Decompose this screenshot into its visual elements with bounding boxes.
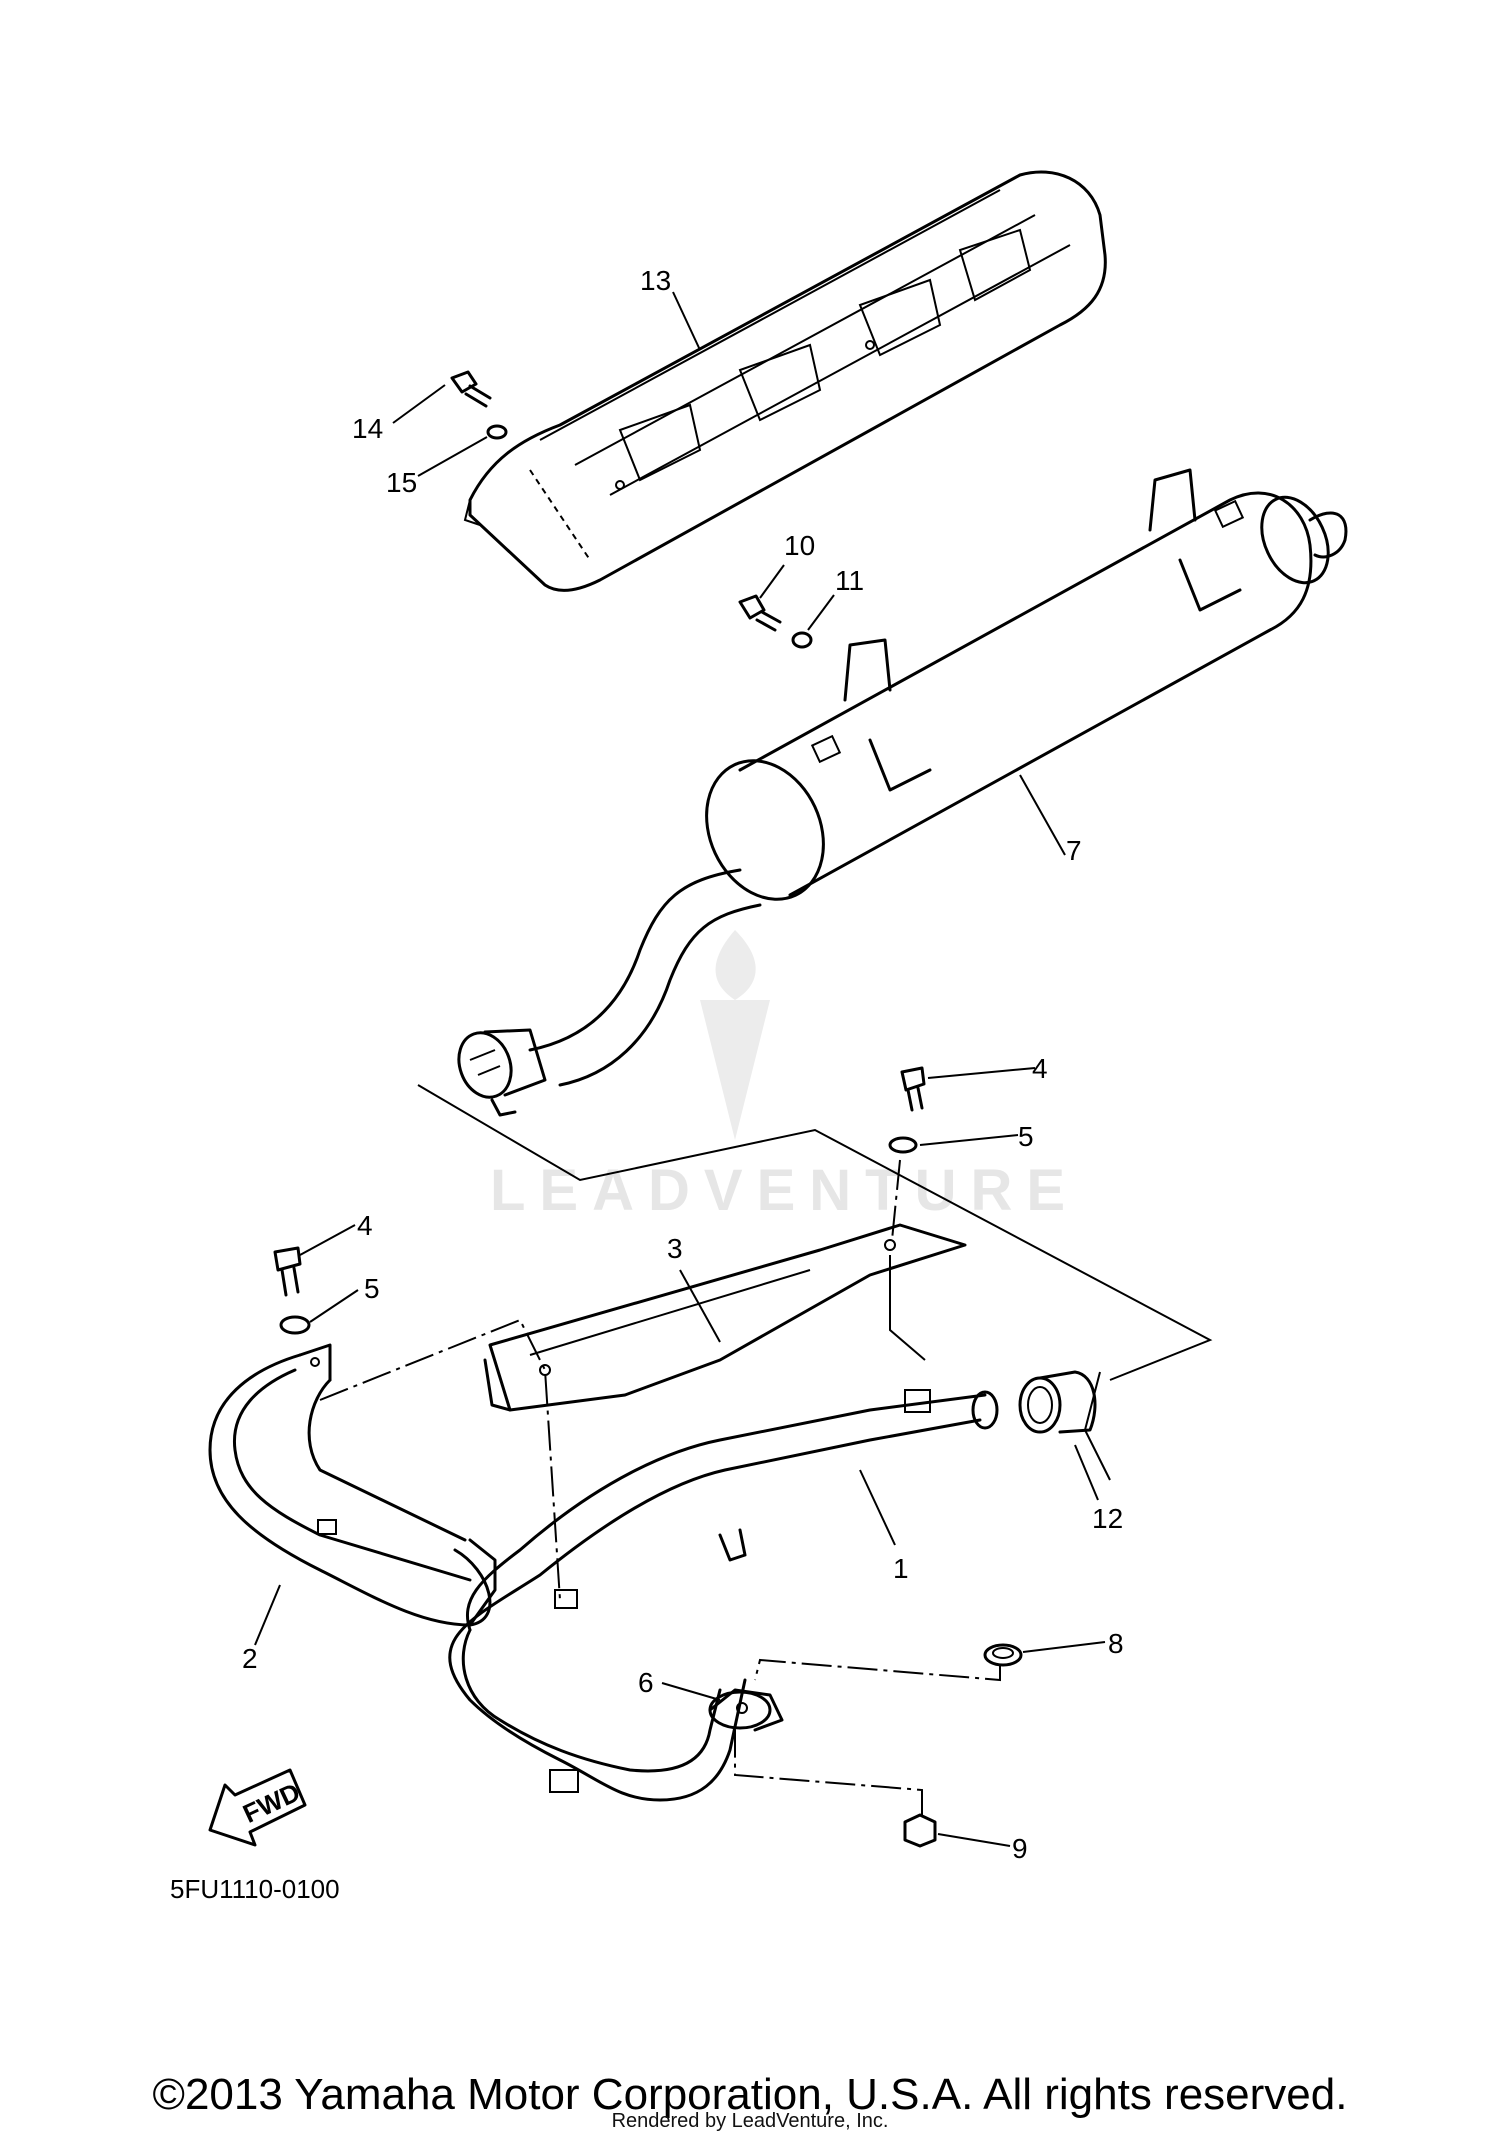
leader-lines [254,291,1111,1847]
washer-part-5-top [888,1136,918,1154]
callout-8: 8 [1108,1628,1124,1659]
assembly-line-bolt4-top [891,1159,901,1241]
bolt-part-4-left [273,1246,302,1297]
copyright-notice: ©2013 Yamaha Motor Corporation, U.S.A. A… [152,2070,1348,2119]
collar-part-12 [1018,1370,1097,1434]
callout-12: 12 [1092,1503,1123,1534]
assembly-line-gasket [754,1658,1001,1682]
heat-shield-part-13 [463,170,1107,592]
callout-13: 13 [640,265,671,296]
pipe-protector-part-2 [208,1343,497,1627]
bolt-part-14 [450,370,492,408]
callout-14: 14 [352,413,383,444]
callout-6: 6 [638,1667,654,1698]
flange-part-6 [708,1688,784,1732]
callout-15: 15 [386,467,417,498]
muffler-part-7 [457,468,1348,1117]
callout-5-left: 5 [364,1273,380,1304]
rendered-by-credit: Rendered by LeadVenture, Inc. [611,2110,889,2132]
washer-part-11 [791,631,813,649]
exhaust-pipe-part-1 [448,1389,999,1802]
callout-7: 7 [1066,835,1082,866]
watermark-text: LEADVENTURE [490,1158,1079,1223]
callout-1: 1 [893,1553,909,1584]
callout-4-top: 4 [1032,1053,1048,1084]
bolt-part-4-top [900,1066,926,1112]
washer-part-5-left [279,1315,311,1335]
gasket-part-8 [983,1643,1023,1667]
nut-part-9 [903,1813,937,1848]
bracket-part-3 [483,1223,967,1412]
callout-10: 10 [784,530,815,561]
assembly-line-bolt4-left [319,1318,561,1601]
washer-part-15 [486,424,508,440]
callout-9: 9 [1012,1833,1028,1864]
callout-11: 11 [835,565,864,596]
assembly-line-bracket [889,1255,926,1361]
callout-2: 2 [242,1643,258,1674]
forward-arrow-icon: FWD [208,1768,307,1847]
assembly-line-muffler [417,1084,1213,1381]
bolt-part-10 [738,594,782,632]
callout-5-top: 5 [1018,1121,1034,1152]
diagram-code: 5FU1110-0100 [170,1874,340,1904]
callout-3: 3 [667,1233,683,1264]
callout-4-left: 4 [357,1210,373,1241]
assembly-line-nut [734,1730,923,1815]
